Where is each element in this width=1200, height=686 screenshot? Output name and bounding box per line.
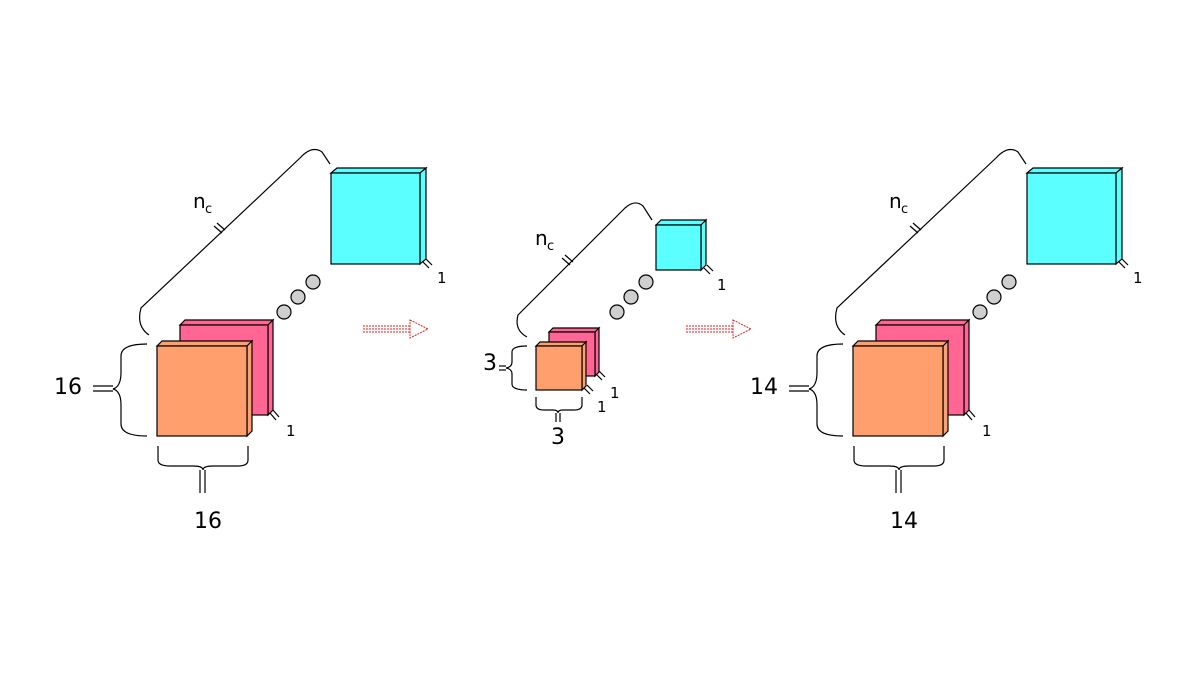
hollow-right-arrow-icon: [363, 319, 430, 339]
input-channels-brace: [139, 148, 331, 336]
output-channels-brace: [835, 148, 1027, 336]
input-width-label: 16: [194, 509, 222, 534]
filter-channels-brace: [516, 202, 653, 338]
filter-last-channel: 1: [654, 218, 727, 294]
output-channels-subscript: c: [901, 202, 908, 217]
filter-height-label: 3: [483, 351, 497, 376]
input-last-depth-label: 1: [437, 269, 447, 287]
input-last-channel: 1: [329, 166, 447, 287]
input-channels-label: n: [193, 189, 206, 213]
ellipsis-dots-icon: [609, 274, 654, 320]
output-last-channel: 1: [1025, 166, 1143, 287]
ellipsis-dots-icon: [276, 274, 321, 320]
output-width-brace: [853, 446, 945, 471]
filter-depth-label-front: 1: [597, 398, 607, 416]
input-volume: n c 1 1: [54, 148, 447, 534]
filter-width-brace: [535, 397, 583, 414]
output-height-brace: [808, 343, 844, 437]
output-depth-label: 1: [982, 422, 992, 440]
input-last-channel-side: [419, 166, 427, 266]
input-last-channel-top: [329, 167, 428, 174]
output-height-label: 14: [750, 375, 778, 400]
hollow-right-arrow-icon: [686, 319, 753, 339]
input-height-label: 16: [54, 375, 82, 400]
filter-volume: n c 1 1 1: [483, 202, 727, 450]
input-width-brace: [157, 446, 249, 471]
input-front-channel: 1: [155, 339, 296, 440]
filter-front-channel: 1: [534, 340, 607, 416]
output-channels-label: n: [889, 189, 902, 213]
output-volume: n c 1 1: [750, 148, 1143, 534]
filter-height-brace: [505, 345, 528, 391]
output-width-label: 14: [890, 509, 918, 534]
ellipsis-dots-icon: [972, 274, 1017, 320]
input-last-channel-front: [330, 172, 421, 265]
input-channels-subscript: c: [205, 202, 212, 217]
output-last-depth-label: 1: [1133, 269, 1143, 287]
filter-channels-subscript: c: [547, 239, 554, 254]
input-depth-label: 1: [286, 422, 296, 440]
output-front-channel: 1: [851, 339, 992, 440]
input-height-brace: [112, 343, 148, 437]
filter-channels-label: n: [535, 226, 548, 250]
filter-depth-label-back: 1: [610, 384, 620, 402]
filter-last-depth-label: 1: [717, 276, 727, 294]
filter-width-label: 3: [551, 425, 565, 450]
